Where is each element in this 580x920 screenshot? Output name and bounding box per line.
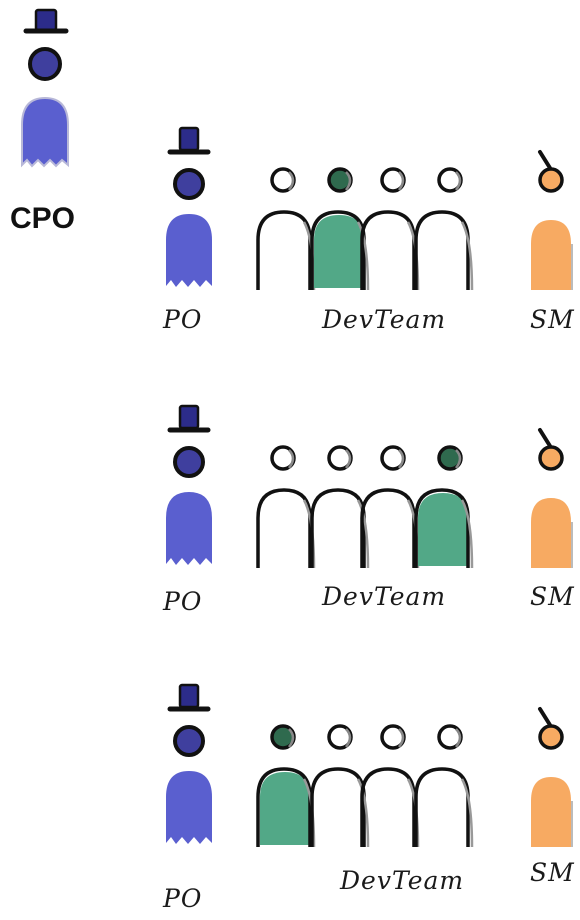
whistle-icon [540,709,550,725]
dev-member-body-1 [258,212,310,290]
po-label-2: PO [163,587,202,616]
body-shape [166,492,212,565]
dev-member-body-4 [416,212,468,290]
po-label-1: PO [163,305,202,334]
devteam-label-2: DevTeam [322,582,446,611]
dev-member-body-highlight [314,215,364,288]
sm-label-2: SM [530,582,575,611]
dev-member-body-2 [312,490,364,568]
top-hat-icon [180,128,198,150]
head-icon [540,169,562,191]
dev-member-body-2 [312,769,364,847]
sm-label-3: SM [530,858,575,887]
devteam-label-1: DevTeam [322,305,446,334]
po-label-3: PO [163,884,202,913]
cpo-figure [22,10,68,166]
head-icon [30,49,60,79]
cpo-label: CPO [10,202,75,236]
top-hat-icon [180,406,198,428]
whistle-icon [540,430,550,446]
head-icon [540,447,562,469]
head-icon [540,726,562,748]
dev-member-body-3 [362,212,414,290]
scrum-master-figure [531,152,572,290]
devteam-label-3: DevTeam [340,866,464,895]
team-row-2 [166,406,572,568]
body-shape [531,498,571,568]
product-owner-figure [166,685,212,844]
body-shape [22,98,68,166]
head-icon [175,170,203,198]
body-shape [531,220,571,290]
head-icon [175,448,203,476]
whistle-icon [540,152,550,168]
product-owner-figure [166,406,212,565]
body-shape [166,214,212,287]
product-owner-figure [166,128,212,287]
top-hat-icon [180,685,198,707]
top-hat-icon [26,10,66,31]
team-row-1 [166,128,572,290]
dev-member-body-highlight [418,493,468,566]
body-shape [531,777,571,847]
dev-member-body-3 [362,490,414,568]
dev-member-body-4 [416,769,468,847]
scrum-master-figure [531,430,572,568]
sm-label-1: SM [530,305,575,334]
dev-member-body-1 [258,490,310,568]
dev-member-body-3 [362,769,414,847]
head-icon [175,727,203,755]
body-shape [166,771,212,844]
scrum-master-figure [531,709,572,847]
dev-member-body-highlight [260,772,310,845]
team-row-3 [166,685,572,847]
